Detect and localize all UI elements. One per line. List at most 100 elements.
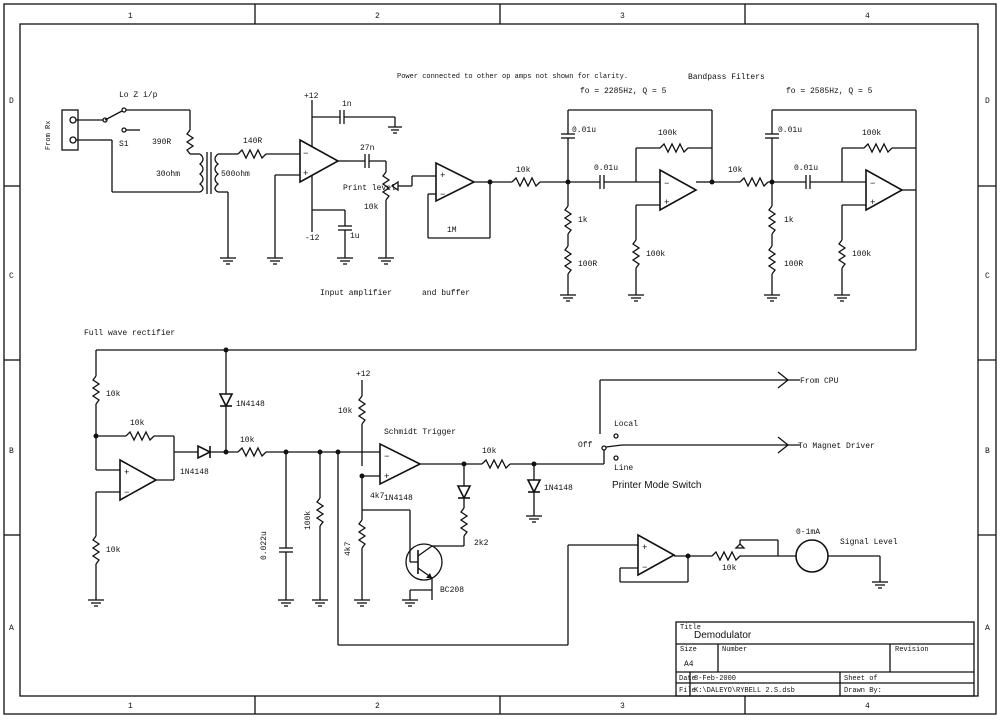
label-r-rect-fb: 10k <box>130 419 145 428</box>
col-label-3-bottom: 3 <box>620 702 625 711</box>
printer-mode-switch: From CPU Local Off To Magnet Driver Line… <box>578 371 875 491</box>
svg-text:−: − <box>384 452 389 462</box>
label-s1: S1 <box>119 140 129 149</box>
label-v-pos-amp: +12 <box>304 92 319 101</box>
col-label-4-bottom: 4 <box>865 702 870 711</box>
col-label-1-bottom: 1 <box>128 702 133 711</box>
svg-text:−: − <box>124 488 129 498</box>
label-c-1n: 1n <box>342 100 352 109</box>
label-500ohm: 500ohm <box>221 170 250 179</box>
svg-text:−: − <box>642 563 647 573</box>
row-label-c: C <box>9 272 14 281</box>
label-f1-r-feedback: 100k <box>658 129 677 138</box>
col-label-3: 3 <box>620 12 625 21</box>
label-v-pos-trigger: +12 <box>356 370 371 379</box>
label-r-140: 140R <box>243 137 262 146</box>
size-value: A4 <box>684 660 694 669</box>
label-filter1-spec: fo = 2285Hz, Q = 5 <box>580 87 667 96</box>
label-print-level: Print level <box>343 184 396 193</box>
title-caption: Title <box>680 624 701 632</box>
label-transistor: BC208 <box>440 586 464 595</box>
svg-text:−: − <box>870 179 875 189</box>
label-f2-r-feedback: 100k <box>862 129 881 138</box>
label-mode-off: Off <box>578 441 593 450</box>
caption-input-amplifier: Input amplifier <box>320 289 392 298</box>
label-filters-title: Bandpass Filters <box>688 73 765 82</box>
label-from-rx: From Rx <box>45 121 53 150</box>
bandpass-filter-2: fo = 2585Hz, Q = 5 0.01u 0.01u 100k − + … <box>96 87 917 351</box>
label-signal-level: Signal Level <box>840 538 898 547</box>
label-30ohm: 30ohm <box>156 170 180 179</box>
label-f2-r-100r: 100R <box>784 260 803 269</box>
label-r-load: 100k <box>304 511 313 530</box>
drawing-title: Demodulator <box>694 630 752 641</box>
label-f1-cap-top: 0.01u <box>572 126 596 135</box>
label-c-1u: 1u <box>350 232 360 241</box>
label-pot-10k: 10k <box>364 203 379 212</box>
row-label-a: A <box>9 624 14 633</box>
label-r-10k-buffer: 10k <box>516 166 531 175</box>
input-stage: From Rx Lo Z i/p S1 390R 30ohm 500ohm <box>45 91 300 265</box>
label-printer-mode-switch: Printer Mode Switch <box>612 480 701 491</box>
caption-buffer: and buffer <box>422 289 470 298</box>
row-label-b-right: B <box>985 447 990 456</box>
row-label-a-right: A <box>985 624 990 633</box>
label-f2-cap-series: 0.01u <box>794 164 818 173</box>
label-f1-cap-series: 0.01u <box>594 164 618 173</box>
file-value: K:\DALEYO\RYBELL 2.S.dsb <box>694 687 795 695</box>
ground-symbol <box>220 257 236 265</box>
label-meter-pot: 10k <box>722 564 737 573</box>
date-value: 8-Feb-2000 <box>694 675 736 683</box>
label-f1-r-plus: 100k <box>646 250 665 259</box>
label-rectifier-title: Full wave rectifier <box>84 329 175 338</box>
label-diode-top: 1N4148 <box>236 400 265 409</box>
bandpass-filter-1: Bandpass Filters fo = 2285Hz, Q = 5 0.01… <box>560 73 769 302</box>
label-trigger-diode: 1N4148 <box>384 494 413 503</box>
label-r-390: 390R <box>152 138 171 147</box>
svg-text:+: + <box>303 169 308 179</box>
label-r-filter: 10k <box>240 436 255 445</box>
label-output-diode: 1N4148 <box>544 484 573 493</box>
label-c-filter: 0.022u <box>260 531 269 560</box>
row-label-b: B <box>9 447 14 456</box>
label-r-rect-ground: 10k <box>106 546 121 555</box>
label-buffer-1m: 1M <box>447 226 457 235</box>
label-v-neg-amp: -12 <box>305 234 320 243</box>
svg-text:+: + <box>870 198 875 208</box>
label-lo-z: Lo Z i/p <box>119 91 158 100</box>
svg-text:−: − <box>303 149 308 159</box>
svg-text:+: + <box>384 472 389 482</box>
full-wave-rectifier: Full wave rectifier 10k 10k + − 10k 1N41… <box>84 329 638 646</box>
revision-caption: Revision <box>895 646 929 654</box>
col-label-4: 4 <box>865 12 870 21</box>
label-from-cpu: From CPU <box>800 377 839 386</box>
svg-text:+: + <box>642 543 647 553</box>
size-caption: Size <box>680 646 697 654</box>
svg-text:+: + <box>440 171 445 181</box>
svg-text:−: − <box>440 190 445 200</box>
row-label-d: D <box>9 97 14 106</box>
label-trigger-title: Schmidt Trigger <box>384 428 456 437</box>
schmidt-trigger: +12 10k Schmidt Trigger − + 1N4148 4k7 4… <box>338 370 604 607</box>
date-caption: Date <box>679 675 696 683</box>
row-label-d-right: D <box>985 97 990 106</box>
label-r-output: 10k <box>482 447 497 456</box>
label-f2-r-1k: 1k <box>784 216 794 225</box>
label-diode-rect: 1N4148 <box>180 468 209 477</box>
col-label-1: 1 <box>128 12 133 21</box>
sheet-caption: Sheet of <box>844 675 878 683</box>
svg-text:+: + <box>124 468 129 478</box>
input-amplifier: − + +12 -12 1n 1u 27n <box>267 73 628 298</box>
label-f2-cap-top: 0.01u <box>778 126 802 135</box>
label-to-magnet: To Magnet Driver <box>798 442 875 451</box>
label-f1-r-1k: 1k <box>578 216 588 225</box>
file-caption: File <box>679 687 696 695</box>
label-filter2-spec: fo = 2585Hz, Q = 5 <box>786 87 873 96</box>
label-power-note: Power connected to other op amps not sho… <box>397 73 628 81</box>
label-r-base: 4k7 <box>344 541 353 556</box>
label-f1-r-100r: 100R <box>578 260 597 269</box>
svg-text:−: − <box>664 179 669 189</box>
title-block: Title Demodulator Size A4 Number Revisio… <box>675 621 975 697</box>
label-mode-line: Line <box>614 464 633 473</box>
